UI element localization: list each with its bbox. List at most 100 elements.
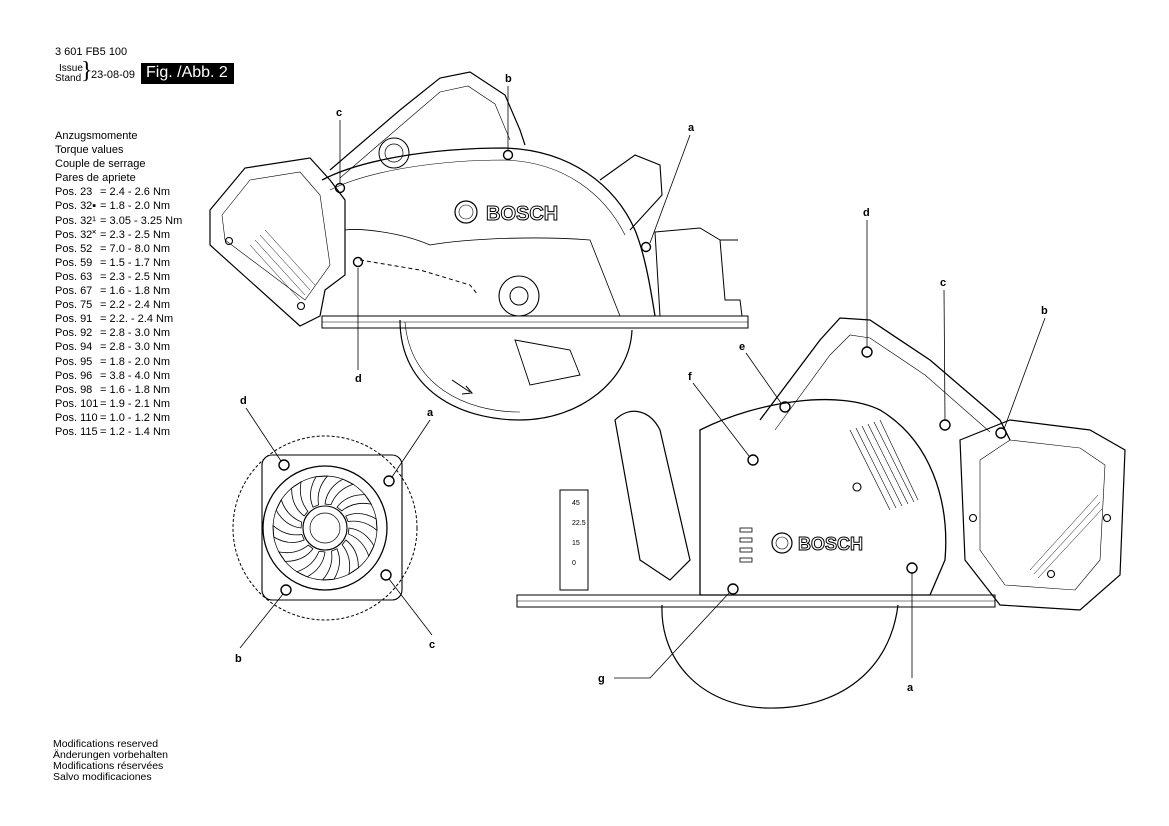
brand-text-top: BOSCH xyxy=(486,203,558,225)
scale-mark-15: 15 xyxy=(572,540,580,547)
stand-label: Stand xyxy=(55,73,82,84)
screw-d-motor xyxy=(278,459,290,471)
torque-row: Pos. 32˟ = 2.3 - 2.5 Nm xyxy=(55,228,182,242)
side-handle xyxy=(759,317,1011,441)
fan-blade xyxy=(277,544,314,562)
fan-hub-inner xyxy=(309,512,341,544)
torque-pos: Pos. 63 xyxy=(55,270,93,283)
torque-value: = 1.8 - 2.0 Nm xyxy=(97,355,171,368)
callout-e-side: e xyxy=(739,341,745,353)
fan-blades xyxy=(272,475,378,581)
side-housing xyxy=(699,398,947,596)
callout-b-motor: b xyxy=(235,653,242,665)
screw-a-top xyxy=(640,241,652,253)
torque-value: = 1.8 - 2.0 Nm xyxy=(97,200,171,213)
issue-stand-label: Issue Stand xyxy=(55,64,83,84)
depth-knob xyxy=(378,137,410,169)
fan-blade xyxy=(341,539,359,576)
torque-row: Pos. 91 = 2.2. - 2.4 Nm xyxy=(55,312,182,326)
torque-row: Pos. 98 = 1.6 - 1.8 Nm xyxy=(55,383,182,397)
leader-b-motor xyxy=(239,593,284,649)
blade-guard xyxy=(321,147,656,317)
torque-row: Pos. 52 = 7.0 - 8.0 Nm xyxy=(55,242,182,256)
torque-pos: Pos. 32▪ xyxy=(55,200,97,213)
bosch-logo-side xyxy=(771,532,793,554)
torque-value: = 2.8 - 3.0 Nm xyxy=(97,327,171,340)
torque-pos: Pos. 94 xyxy=(55,341,93,354)
torque-value: = 3.8 - 4.0 Nm xyxy=(97,369,171,382)
torque-row: Pos. 23 = 2.4 - 2.6 Nm xyxy=(55,185,182,199)
torque-row: Pos. 115 = 1.2 - 1.4 Nm xyxy=(55,425,182,439)
torque-row: Pos. 95 = 1.8 - 2.0 Nm xyxy=(55,355,182,369)
leader-a-motor xyxy=(391,419,431,478)
leader-d-motor xyxy=(245,407,282,462)
torque-pos: Pos. 75 xyxy=(55,299,93,312)
footer-line-fr: Modifications réservées xyxy=(53,760,164,772)
motor-housing-inner xyxy=(221,171,331,301)
leader-c-side xyxy=(943,289,946,421)
screw-b-top xyxy=(502,149,514,161)
screw-a-motor xyxy=(383,475,395,487)
callout-c-top: c xyxy=(336,107,342,119)
screw-d-side xyxy=(861,346,873,358)
torque-value: = 3.05 - 3.25 Nm xyxy=(97,214,183,227)
torque-row: Pos. 59 = 1.5 - 1.7 Nm xyxy=(55,256,182,270)
leader-e-side xyxy=(745,352,782,404)
rear-bracket xyxy=(599,154,663,231)
torque-row: Pos. 32¹ = 3.05 - 3.25 Nm xyxy=(55,214,182,228)
vent-slots xyxy=(739,527,753,563)
torque-value: = 2.2 - 2.4 Nm xyxy=(97,299,171,312)
leader-c-motor xyxy=(388,578,433,636)
screw-b-motor xyxy=(280,584,292,596)
side-blade-arc xyxy=(661,604,899,709)
front-bevel-bracket xyxy=(654,227,743,317)
motor-housing xyxy=(209,157,346,327)
figure-label: Fig. /Abb. 2 xyxy=(141,63,234,84)
fan-blade xyxy=(324,478,355,506)
torque-value: = 1.9 - 2.1 Nm xyxy=(97,397,171,410)
fan-blade xyxy=(310,475,329,508)
fan-blade xyxy=(272,524,305,543)
torque-pos: Pos. 98 xyxy=(55,383,93,396)
torque-value: = 1.0 - 1.2 Nm xyxy=(97,411,171,424)
blade-guard-inner xyxy=(329,159,626,236)
torque-row: Pos. 94 = 2.8 - 3.0 Nm xyxy=(55,340,182,354)
footer-line-es: Salvo modificaciones xyxy=(53,771,152,783)
scale-mark-45: 45 xyxy=(572,500,580,507)
torque-row: Pos. 32▪ = 1.8 - 2.0 Nm xyxy=(55,199,182,213)
screw-c-motor xyxy=(380,569,392,581)
fan-inner-ring xyxy=(272,475,378,581)
torque-value: = 1.2 - 1.4 Nm xyxy=(97,425,171,438)
fan-blade xyxy=(345,513,378,532)
guard-window xyxy=(344,229,621,317)
motor-outline xyxy=(232,435,418,621)
fan-blade xyxy=(347,527,375,558)
leader-a-top xyxy=(649,134,691,244)
fan-blade xyxy=(321,548,340,581)
torque-heading-es: Pares de apriete xyxy=(55,172,136,185)
leader-f-side xyxy=(692,382,750,457)
callout-a-side: a xyxy=(907,682,914,694)
torque-pos: Pos. 23 xyxy=(55,186,93,199)
top-handle xyxy=(329,71,526,171)
scale-mark-0: 0 xyxy=(572,560,576,567)
fan-blade xyxy=(295,550,326,578)
footer-notes: Modifications reserved Änderungen vorbeh… xyxy=(53,739,168,783)
torque-pos: Pos. 95 xyxy=(55,355,93,368)
torque-value: = 2.2. - 2.4 Nm xyxy=(97,313,174,326)
torque-value: = 2.3 - 2.5 Nm xyxy=(97,228,171,241)
blade-arc xyxy=(399,319,633,421)
issue-date: 23-08-09 xyxy=(91,69,136,81)
torque-pos: Pos. 32˟ xyxy=(55,228,96,241)
fan-blade xyxy=(275,498,303,529)
saw-side-view: 45 22.5 15 0 BOSCH xyxy=(516,220,1126,709)
callout-b-top: b xyxy=(505,73,512,85)
scale-mark-22: 22.5 xyxy=(572,520,586,527)
torque-value: = 7.0 - 8.0 Nm xyxy=(97,242,171,255)
front-knob xyxy=(614,410,691,581)
bevel-scale xyxy=(559,489,589,591)
cooling-fins xyxy=(849,419,919,511)
torque-value: = 1.6 - 1.8 Nm xyxy=(97,285,171,298)
torque-pos: Pos. 101 xyxy=(55,397,99,410)
